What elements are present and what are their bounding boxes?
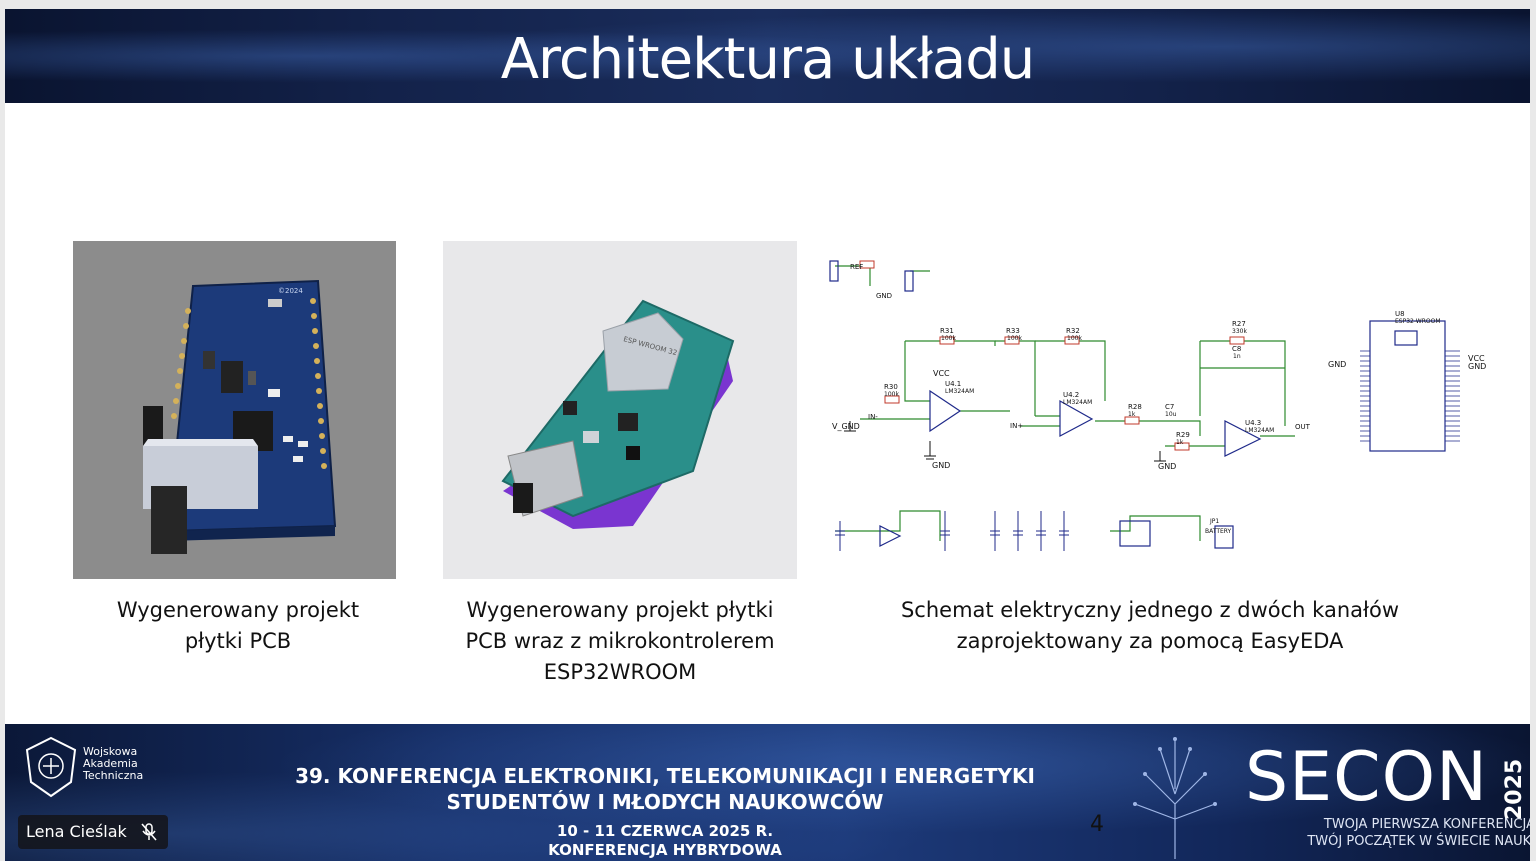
schematic-label: U4.3	[1245, 419, 1261, 427]
secon-tagline-2: TWÓJ POCZĄTEK W ŚWIECIE NAUKI	[1307, 834, 1530, 849]
caption-schematic: Schemat elektryczny jednego z dwóch kana…	[900, 598, 1400, 653]
institution-line: Akademia	[83, 757, 138, 770]
schematic-label: ESP32-WROOM	[1395, 318, 1441, 325]
secon-year: 2025	[1502, 758, 1527, 820]
schematic-label: GND	[932, 461, 950, 470]
institution-line: Wojskowa	[83, 745, 138, 758]
slide: Architektura układu	[5, 9, 1530, 861]
schematic-label: IN+	[1010, 422, 1023, 430]
schematic-label: LM324AM	[1063, 399, 1092, 406]
header-background	[5, 9, 1530, 103]
slide-title: Architektura układu	[500, 27, 1036, 92]
schematic-label: R27	[1232, 320, 1246, 328]
schematic-label: U8	[1395, 310, 1405, 318]
schematic-label: R28	[1128, 403, 1142, 411]
schematic-label: C8	[1232, 345, 1241, 353]
schematic-label: 10u	[1165, 411, 1177, 418]
institution-name: Wojskowa Akademia Techniczna	[83, 746, 143, 782]
schematic-label: U4.2	[1063, 391, 1079, 399]
schematic-label: IN-	[868, 413, 878, 421]
schematic-label: 100k	[884, 391, 899, 398]
schematic-label: R30	[884, 383, 898, 391]
circuit-tree-graphic	[1133, 737, 1217, 859]
circuit-schematic-image: R31 100k R33 100k R32 100k R27 330k C8 1…	[820, 241, 1500, 579]
schematic-label: LM324AM	[945, 388, 974, 395]
caption-esp32-board: Wygenerowany projekt płytki PCB wraz z m…	[465, 598, 775, 684]
schematic-label: OUT	[1295, 423, 1311, 431]
schematic-label: JP1	[1209, 518, 1219, 525]
secon-logo: SECON	[1245, 738, 1488, 817]
schematic-label: 100k	[1067, 335, 1082, 342]
slide-footer: Wojskowa Akademia Techniczna 39. KONFERE…	[5, 724, 1530, 861]
schematic-label: 330k	[1232, 328, 1247, 335]
schematic-label: 100k	[1007, 335, 1022, 342]
conference-format: KONFERENCJA HYBRYDOWA	[548, 841, 782, 859]
schematic-label: R33	[1006, 327, 1020, 335]
conference-title-line1: 39. KONFERENCJA ELEKTRONIKI, TELEKOMUNIK…	[295, 764, 1035, 788]
slide-page-number: 4	[1090, 812, 1104, 837]
schematic-label: C7	[1165, 403, 1174, 411]
schematic-label: U4.1	[945, 380, 961, 388]
schematic-label: V_GND	[832, 422, 860, 431]
slide-header: Architektura układu	[5, 9, 1530, 103]
participant-name: Lena Cieślak	[26, 822, 127, 841]
schematic-label: GND	[876, 292, 892, 300]
schematic-label: VCC	[1468, 354, 1485, 363]
conference-title-line2: STUDENTÓW I MŁODYCH NAUKOWCÓW	[446, 790, 884, 814]
mic-muted-icon[interactable]	[140, 822, 158, 842]
schematic-label: R29	[1176, 431, 1190, 439]
schematic-label: 1k	[1176, 439, 1184, 446]
pcb-silkscreen-text: ©2024	[278, 287, 303, 295]
schematic-label: 100k	[941, 335, 956, 342]
footer-background	[5, 724, 1530, 861]
esp32-board-render-image: ESP WROOM 32	[443, 241, 797, 579]
schematic-label: 1n	[1233, 353, 1241, 360]
secon-tagline-1: TWOJA PIERWSZA KONFERENCJA	[1323, 817, 1530, 832]
schematic-label: 1k	[1128, 411, 1136, 418]
schematic-label: R32	[1066, 327, 1080, 335]
schematic-label: LM324AM	[1245, 427, 1274, 434]
schematic-label: GND	[1158, 462, 1176, 471]
pcb-render-image: ©2024	[73, 241, 396, 579]
wat-crest-logo	[25, 736, 77, 798]
schematic-label: GND	[1328, 360, 1346, 369]
schematic-label: VCC	[933, 369, 950, 378]
schematic-label: R31	[940, 327, 954, 335]
schematic-label: GND	[1468, 362, 1486, 371]
participant-name-tag[interactable]: Lena Cieślak	[18, 815, 168, 849]
institution-line: Techniczna	[83, 769, 144, 782]
schematic-label: BATTERY	[1205, 528, 1232, 535]
schematic-label: REF	[850, 263, 863, 271]
caption-pcb: Wygenerowany projekt płytki PCB	[116, 598, 360, 653]
conference-date: 10 - 11 CZERWCA 2025 R.	[556, 822, 774, 840]
